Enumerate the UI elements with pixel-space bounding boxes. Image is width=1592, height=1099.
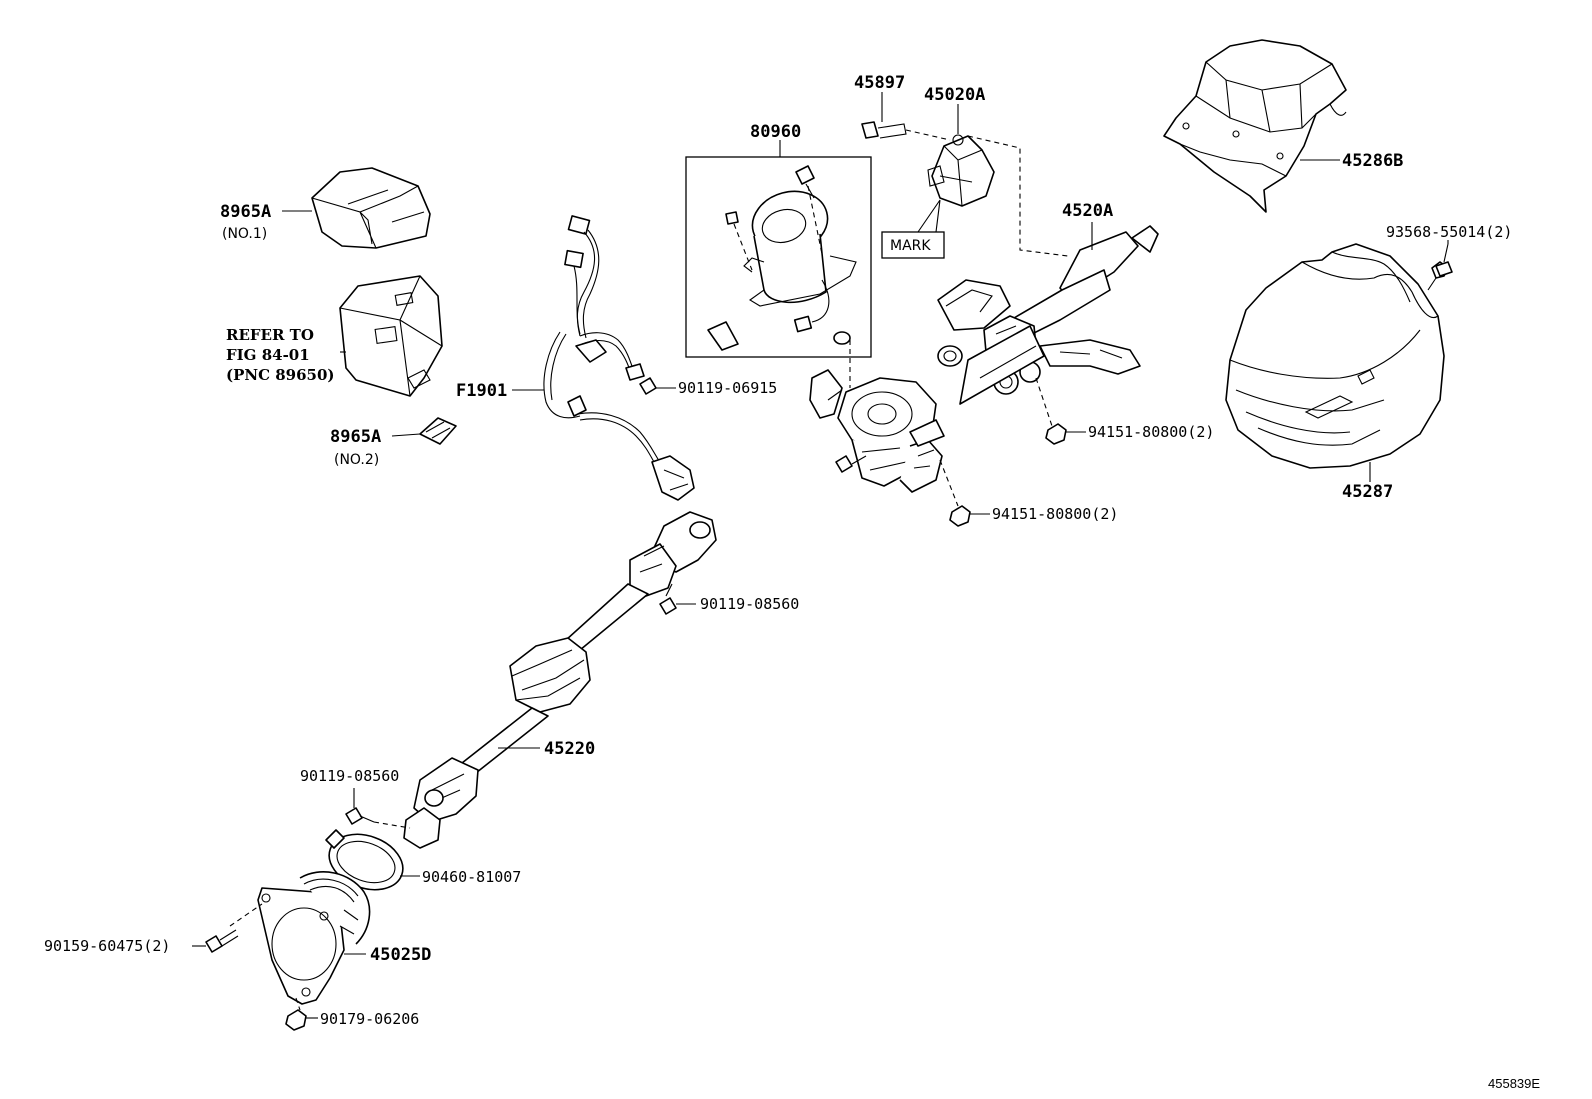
label-4520a: 4520A <box>1062 201 1113 221</box>
label-8965a-no2: 8965A <box>330 427 381 447</box>
label-90119-08560-upper: 90119-08560 <box>700 595 799 613</box>
label-90460-81007: 90460-81007 <box>422 868 521 886</box>
label-f1901: F1901 <box>456 381 507 401</box>
part-90179-06206-nut <box>285 1009 318 1031</box>
label-93568-55014: 93568-55014(2) <box>1386 223 1512 241</box>
part-45897-bolt <box>861 92 951 141</box>
part-45220-intermediate-shaft <box>403 511 717 849</box>
part-45286b-upper-cover <box>1163 39 1347 213</box>
illustration-id: 455839E <box>1488 1076 1540 1091</box>
part-90119-06915-bolt <box>639 377 676 395</box>
part-80960-motor-assembly <box>685 140 872 358</box>
part-f1901-wire-harness <box>512 215 695 501</box>
label-8965a-no1-note: (NO.1) <box>222 226 267 242</box>
label-45025d: 45025D <box>370 945 431 965</box>
part-ecu-box <box>339 275 443 397</box>
part-8965a-no1-cover <box>282 167 431 249</box>
part-45020a-lock <box>917 104 1069 257</box>
part-90159-60475-bolt <box>192 929 239 953</box>
part-94151-nut-lower <box>949 505 990 527</box>
part-45287-lower-cover <box>1225 243 1449 482</box>
label-refer-line1: REFER TO <box>226 326 314 344</box>
label-80960: 80960 <box>750 122 801 142</box>
part-94151-nut-upper <box>1045 423 1086 445</box>
label-45020a: 45020A <box>924 85 985 105</box>
label-8965a-no1: 8965A <box>220 202 271 222</box>
label-94151-80800-lower: 94151-80800(2) <box>992 505 1118 523</box>
part-90119-08560-bolt-lower <box>345 788 411 829</box>
part-4520a-steering-column <box>809 222 1159 507</box>
label-45287: 45287 <box>1342 482 1393 502</box>
label-refer-line2: FIG 84-01 <box>226 346 310 364</box>
part-8965a-no2-clip <box>391 417 457 445</box>
label-90119-08560-lower: 90119-08560 <box>300 767 399 785</box>
label-45897: 45897 <box>854 73 905 93</box>
label-mark: MARK <box>890 238 931 254</box>
label-45286b: 45286B <box>1342 151 1403 171</box>
label-45220: 45220 <box>544 739 595 759</box>
part-45025d-dust-boot <box>229 871 371 1011</box>
label-94151-80800-upper: 94151-80800(2) <box>1088 423 1214 441</box>
label-8965a-no2-note: (NO.2) <box>334 452 379 468</box>
part-93568-55014-screw <box>1435 240 1453 277</box>
mark-callout <box>881 231 945 259</box>
label-refer-line3: (PNC 89650) <box>226 366 335 384</box>
label-90159-60475: 90159-60475(2) <box>44 937 170 955</box>
label-90179-06206: 90179-06206 <box>320 1010 419 1028</box>
part-90119-08560-bolt-upper <box>659 583 696 615</box>
label-90119-06915: 90119-06915 <box>678 379 777 397</box>
